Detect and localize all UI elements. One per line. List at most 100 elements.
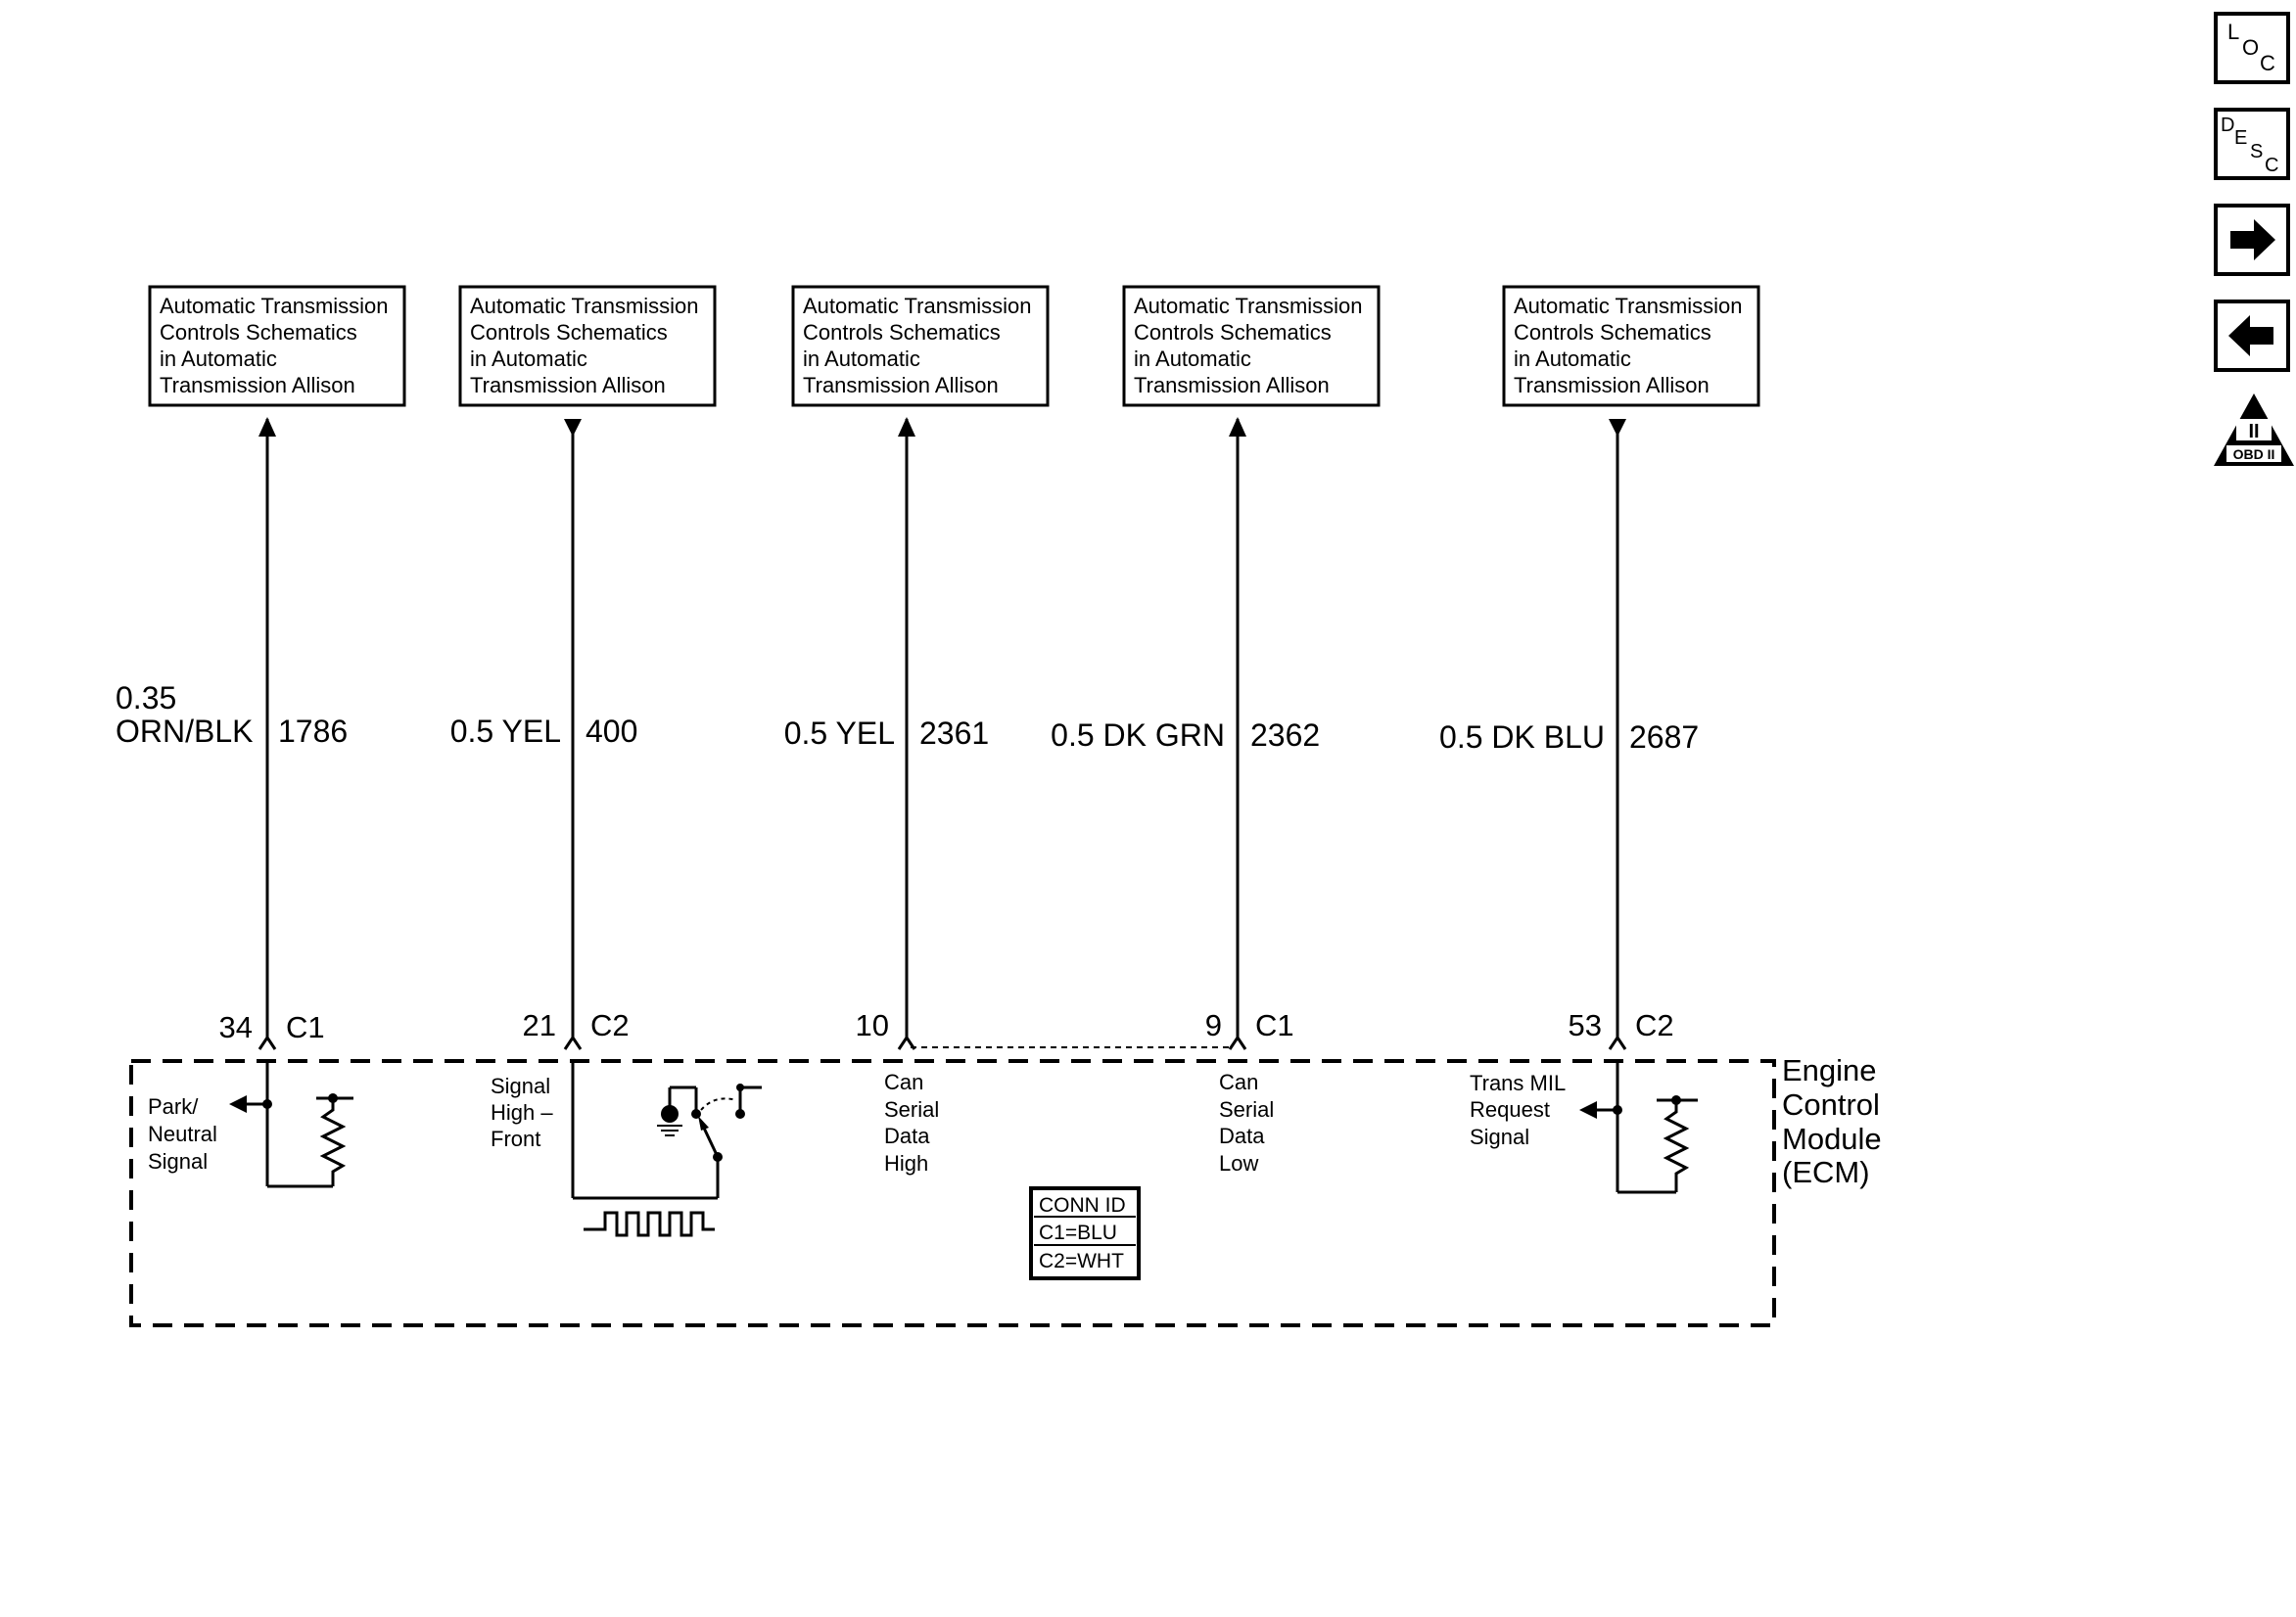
ground-terminal-icon: [661, 1105, 679, 1123]
park-neutral-resistor-icon: [319, 1098, 347, 1186]
ref-box-4-line-1: Automatic Transmission: [1134, 294, 1363, 318]
can-low-label-4: Low: [1219, 1151, 1258, 1176]
next-button[interactable]: [2214, 204, 2290, 276]
loc-button[interactable]: L O C: [2214, 12, 2290, 84]
trans-mil-label-2: Request: [1470, 1097, 1550, 1122]
desc-icon: D E S C: [2221, 115, 2278, 176]
module-line-4: (ECM): [1782, 1155, 1870, 1189]
obd-ii-button[interactable]: II OBD II: [2214, 393, 2294, 466]
desc-letter-d: D: [2221, 115, 2234, 136]
wire-1: [258, 417, 277, 1050]
ref-box-5-line-1: Automatic Transmission: [1514, 294, 1743, 318]
module-line-3: Module: [1782, 1122, 1882, 1156]
pin-4-connector: C1: [1255, 1008, 1294, 1042]
pin-5-number: 53: [1569, 1008, 1602, 1042]
ref-box-5[interactable]: Automatic Transmission Controls Schemati…: [1502, 285, 1760, 407]
park-neutral-circuit: [229, 1061, 353, 1188]
wire-4-terminal-icon: [1228, 1035, 1247, 1050]
pin-1-number: 34: [219, 1010, 253, 1044]
ref-box-1-line-4: Transmission Allison: [160, 373, 355, 397]
switch-arrow-icon: [698, 1116, 709, 1131]
can-low-label-2: Serial: [1219, 1097, 1274, 1122]
park-neutral-label-3: Signal: [148, 1149, 208, 1174]
wire-4: [1228, 417, 1247, 1050]
wire-4-circuit: 2362: [1250, 717, 1320, 753]
obd-label: OBD II: [2233, 446, 2275, 462]
wire-5-circuit: 2687: [1629, 719, 1699, 755]
wire-2-circuit: 400: [586, 714, 637, 749]
wire-2-terminal-icon: [563, 1035, 583, 1050]
can-high-label-1: Can: [884, 1070, 923, 1094]
ref-box-1[interactable]: Automatic Transmission Controls Schemati…: [148, 285, 406, 407]
loc-icon: L O C: [2227, 20, 2275, 75]
wire-1-circuit: 1786: [278, 714, 348, 749]
wire-2-arrow-down-icon: [564, 419, 582, 437]
ref-box-3-line-2: Controls Schematics: [803, 320, 1001, 345]
wire-3: [897, 417, 916, 1050]
wire-2: [563, 419, 583, 1050]
wire-1-arrow-up-icon: [258, 417, 276, 437]
ref-box-2-line-4: Transmission Allison: [470, 373, 666, 397]
can-high-label-3: Data: [884, 1124, 930, 1148]
ref-box-2[interactable]: Automatic Transmission Controls Schemati…: [458, 285, 717, 407]
signal-high-label-2: High –: [491, 1100, 553, 1125]
pin-5-connector: C2: [1635, 1008, 1674, 1042]
wire-3-gauge-color: 0.5 YEL: [784, 716, 895, 751]
can-high-label-4: High: [884, 1151, 928, 1176]
conn-id-title: CONN ID: [1039, 1194, 1126, 1217]
ref-box-5-line-3: in Automatic: [1514, 346, 1631, 371]
ref-box-4[interactable]: Automatic Transmission Controls Schemati…: [1122, 285, 1381, 407]
park-neutral-label-1: Park/: [148, 1094, 199, 1119]
can-low-label-1: Can: [1219, 1070, 1258, 1094]
ref-box-2-line-1: Automatic Transmission: [470, 294, 699, 318]
wire-4-arrow-up-icon: [1229, 417, 1246, 437]
ref-box-3-line-3: in Automatic: [803, 346, 920, 371]
ref-box-1-line-3: in Automatic: [160, 346, 277, 371]
wire-1-gauge: 0.35: [116, 680, 176, 716]
wire-3-terminal-icon: [897, 1035, 916, 1050]
loc-letter-c: C: [2260, 51, 2275, 75]
wire-2-gauge-color: 0.5 YEL: [450, 714, 561, 749]
pin-4-number: 9: [1205, 1008, 1222, 1042]
can-high-label-2: Serial: [884, 1097, 939, 1122]
module-line-1: Engine: [1782, 1053, 1877, 1087]
ref-box-3[interactable]: Automatic Transmission Controls Schemati…: [791, 285, 1050, 407]
trans-mil-resistor-icon: [1663, 1100, 1690, 1192]
can-low-label-3: Data: [1219, 1124, 1265, 1148]
obd-roman: II: [2248, 421, 2259, 442]
desc-button[interactable]: D E S C: [2214, 108, 2290, 180]
wire-1-color: ORN/BLK: [116, 714, 253, 749]
ref-box-3-line-1: Automatic Transmission: [803, 294, 1032, 318]
wire-5-gauge-color: 0.5 DK BLU: [1439, 719, 1605, 755]
park-neutral-label-2: Neutral: [148, 1122, 217, 1146]
park-neutral-arrow-left-icon: [229, 1095, 247, 1113]
wire-3-circuit: 2361: [919, 716, 989, 751]
wire-5: [1608, 419, 1627, 1050]
trans-mil-label-1: Trans MIL: [1470, 1071, 1566, 1095]
pin-2-number: 21: [523, 1008, 556, 1042]
ref-box-2-line-3: in Automatic: [470, 346, 587, 371]
pulse-waveform-icon: [584, 1211, 715, 1237]
prev-button[interactable]: [2214, 300, 2290, 372]
conn-id-c1: C1=BLU: [1039, 1222, 1117, 1244]
ref-box-5-line-4: Transmission Allison: [1514, 373, 1710, 397]
desc-letter-c: C: [2265, 155, 2278, 176]
wire-4-gauge-color: 0.5 DK GRN: [1051, 717, 1225, 753]
pin-2-connector: C2: [590, 1008, 630, 1042]
pin-3-number: 10: [856, 1008, 889, 1042]
wire-5-terminal-icon: [1608, 1035, 1627, 1050]
ref-box-1-line-2: Controls Schematics: [160, 320, 357, 345]
arrow-right-icon: [2230, 219, 2275, 260]
trans-mil-label-3: Signal: [1470, 1125, 1529, 1149]
module-line-2: Control: [1782, 1087, 1880, 1122]
trans-mil-arrow-left-icon: [1579, 1101, 1597, 1119]
wire-3-arrow-up-icon: [898, 417, 915, 437]
loc-letter-l: L: [2227, 20, 2239, 44]
signal-high-front-circuit: [571, 1061, 762, 1237]
ref-box-4-line-3: in Automatic: [1134, 346, 1251, 371]
desc-letter-s: S: [2250, 141, 2263, 162]
module-label: Engine Control Module (ECM): [1782, 1053, 1882, 1189]
conn-id-box: CONN ID C1=BLU C2=WHT: [1029, 1186, 1141, 1280]
ref-box-3-line-4: Transmission Allison: [803, 373, 999, 397]
